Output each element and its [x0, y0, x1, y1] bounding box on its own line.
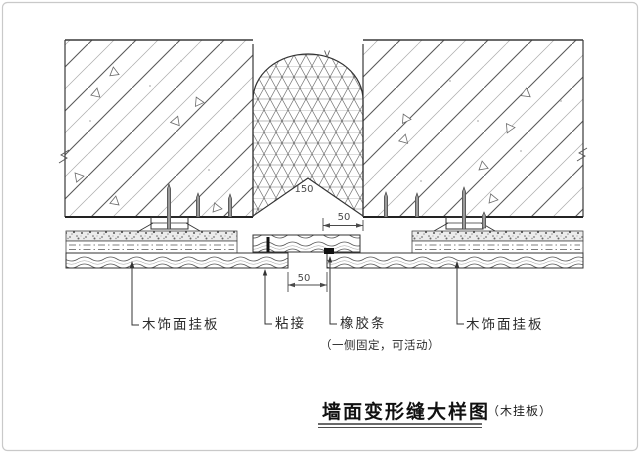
aggregate-dots-left	[89, 60, 233, 171]
joint-filler-sealant	[252, 53, 364, 218]
adhesive-fixing-point	[266, 237, 270, 252]
label-rubber-note: （一侧固定，可活动）	[320, 338, 440, 352]
left-wall-section	[64, 39, 253, 218]
anchor-bolt	[461, 186, 467, 230]
drawing-title: 墙面变形缝大样图	[322, 400, 490, 423]
label-left-wood-panel: 木饰面挂板	[142, 317, 220, 333]
label-adhesive: 粘接	[275, 315, 306, 332]
break-mark-left	[58, 149, 70, 164]
section-marker-v: V	[324, 50, 331, 60]
leader-lines	[129, 256, 464, 326]
right-batten-layer	[411, 240, 584, 254]
left-wood-panel	[65, 252, 289, 269]
drawing-title-suffix: （木挂板）	[487, 404, 552, 418]
right-wall-section	[363, 39, 584, 218]
left-batten-layer	[65, 240, 238, 254]
anchor-bolt	[167, 183, 171, 230]
left-layer-stack	[65, 230, 289, 269]
nail-pin	[414, 192, 420, 218]
dimension-50-upper	[322, 218, 364, 231]
label-rubber-strip: 橡胶条	[340, 315, 387, 332]
dimension-150: 150	[294, 184, 313, 195]
left-mortar-layer	[65, 230, 238, 242]
rubber-strip	[324, 248, 334, 254]
label-right-wood-panel: 木饰面挂板	[466, 317, 544, 333]
nail-pin	[481, 211, 487, 229]
right-anchor-assembly	[383, 186, 496, 232]
aggregate-dots-right	[420, 80, 562, 182]
dimension-50-lower	[287, 272, 328, 292]
nail-pin	[383, 191, 389, 218]
right-mortar-layer	[411, 230, 584, 242]
right-wood-panel	[326, 252, 584, 269]
break-mark-right	[576, 147, 588, 162]
left-anchor-assembly	[138, 183, 232, 232]
joint-cover-board	[252, 234, 361, 253]
nail-pin	[228, 193, 232, 218]
nail-pin	[196, 192, 200, 218]
title-block: 墙面变形缝大样图 （木挂板）	[318, 400, 552, 428]
dimension-50-upper-text: 50	[338, 212, 351, 223]
dimension-50-lower-text: 50	[298, 273, 311, 284]
right-layer-stack	[326, 230, 584, 269]
